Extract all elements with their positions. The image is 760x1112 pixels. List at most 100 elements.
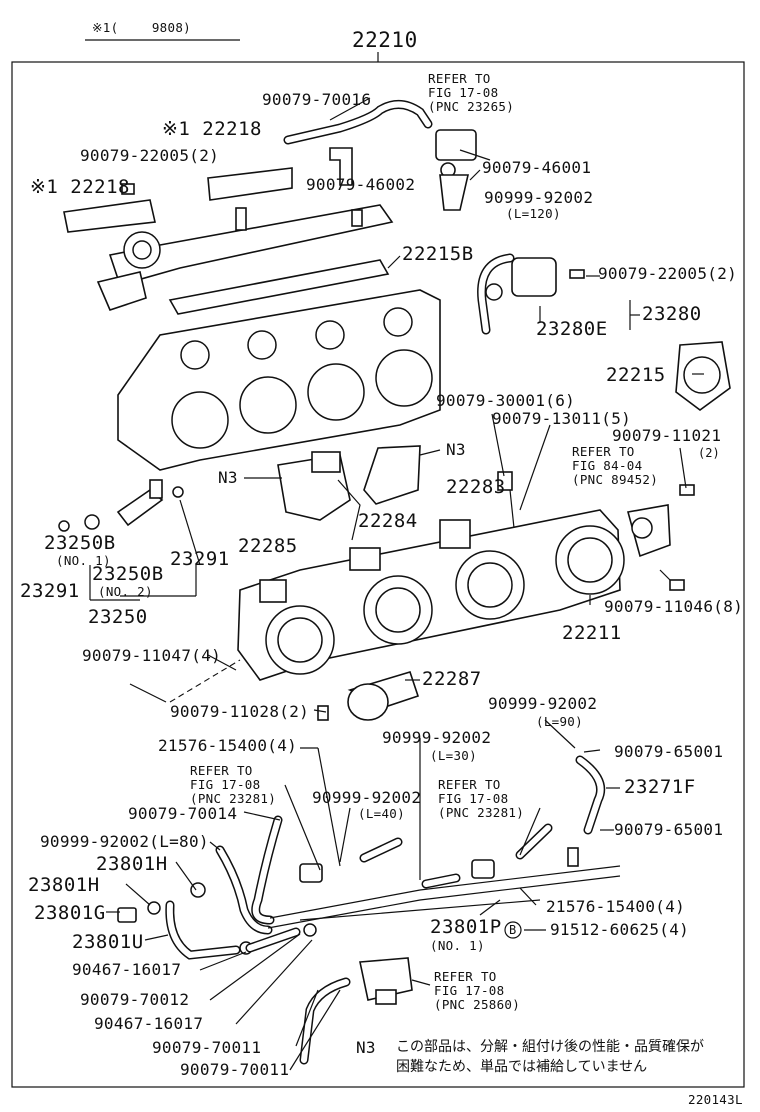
- vsv-valve-bottom: [299, 859, 495, 883]
- dashpot-22287: [347, 671, 420, 721]
- label-90079-11021: 90079-11021: [612, 426, 722, 445]
- label-90079-22005-2: 90079-22005(2): [80, 146, 220, 165]
- refer-fig-17-08-c: REFER TO FIG 17-08 (PNC 23281): [438, 778, 524, 819]
- label-90079-70011-a: 90079-70011: [152, 1038, 262, 1057]
- label-90079-30001-6: 90079-30001(6): [436, 391, 576, 410]
- figure-code: 220143L: [688, 1092, 743, 1107]
- label-90467-16017-b: 90467-16017: [94, 1014, 204, 1033]
- hose-70011: [299, 977, 351, 1065]
- hose-l40: [359, 837, 403, 863]
- cover-22218-upper: [207, 167, 293, 201]
- pressure-regulator: [477, 253, 585, 335]
- refer-line: FIG 84-04: [572, 457, 643, 473]
- label-l90: (L=90): [536, 714, 583, 729]
- refer-line: FIG 17-08: [438, 790, 509, 806]
- label-23280: 23280: [642, 303, 702, 325]
- hose-70014: [251, 815, 283, 925]
- gasket-22215: [675, 341, 731, 411]
- footnote-mark: N3: [356, 1038, 376, 1057]
- refer-line: (PNC 23281): [190, 790, 277, 806]
- vacuum-pipe-23801p: [267, 847, 621, 929]
- intake-manifold: [117, 289, 441, 471]
- label-90079-11046-8: 90079-11046(8): [604, 597, 744, 616]
- label-22215b: 22215B: [402, 243, 474, 265]
- n3-actuator-left: [277, 451, 361, 541]
- hose-l30: [421, 873, 461, 889]
- refer-line: (PNC 23281): [438, 804, 525, 820]
- refer-line: FIG 17-08: [190, 776, 261, 792]
- fuel-delivery-pipe: [96, 204, 394, 311]
- bolt-11047: [129, 683, 167, 703]
- label-22215: 22215: [606, 364, 666, 386]
- label-2-small: (2): [698, 446, 720, 460]
- assembly-number: 22210: [352, 28, 418, 52]
- label-90079-13011-5: 90079-13011(5): [492, 409, 632, 428]
- bracket-46001: [439, 174, 470, 211]
- throttle-sensor: [626, 504, 671, 558]
- bolt-11028: [317, 705, 329, 721]
- bracket-46002: [329, 147, 353, 186]
- footnote-line-1: この部品は、分解・組付け後の性能・品質確保が: [396, 1039, 704, 1055]
- refer-fig-17-08-d: REFER TO FIG 17-08 (PNC 25860): [434, 970, 520, 1011]
- hose-l80: [215, 845, 273, 935]
- label-90079-70012: 90079-70012: [80, 990, 190, 1009]
- label-22211: 22211: [562, 622, 622, 644]
- label-23801h-a: 23801H: [96, 853, 168, 875]
- label-22283: 22283: [446, 476, 506, 498]
- refer-line: REFER TO: [438, 777, 501, 792]
- label-90079-11028-2: 90079-11028(2): [170, 702, 310, 721]
- label-no2: (NO. 2): [98, 584, 153, 599]
- label-90467-16017-a: 90467-16017: [72, 960, 182, 979]
- refer-line: (PNC 89452): [572, 471, 659, 487]
- refer-line: (PNC 25860): [434, 996, 521, 1012]
- leader-lines: [89, 97, 704, 1071]
- bolt-11021: [679, 484, 695, 496]
- label-90079-22005-2-right: 90079-22005(2): [598, 264, 738, 283]
- label-22287: 22287: [422, 668, 482, 690]
- bolt-13011: [509, 489, 515, 529]
- label-n3-right: N3: [446, 440, 466, 459]
- fuel-injector: [58, 479, 184, 532]
- refer-line: (PNC 23265): [428, 98, 515, 114]
- label-n3-left: N3: [218, 468, 238, 487]
- label-23291-right: 23291: [170, 548, 230, 570]
- circle-b-outline: [504, 921, 522, 939]
- label-90079-70014: 90079-70014: [128, 804, 238, 823]
- label-90079-46001: 90079-46001: [482, 158, 592, 177]
- label-21576-15400-4-bottom: 21576-15400(4): [546, 897, 686, 916]
- label-23801h-b: 23801H: [28, 874, 100, 896]
- label-90079-65001-top: 90079-65001: [614, 742, 724, 761]
- vsv-valve-25860: [359, 957, 413, 1005]
- label-23250b-no2: 23250B: [92, 563, 164, 585]
- bolt-11047-guide: [169, 659, 241, 703]
- bolt-11046-head: [669, 579, 685, 591]
- label-l30: (L=30): [430, 748, 477, 763]
- label-l120: (L=120): [506, 206, 561, 221]
- refer-line: FIG 17-08: [428, 84, 499, 100]
- label-23291-left: 23291: [20, 580, 80, 602]
- refer-fig-17-08-b: REFER TO FIG 17-08 (PNC 23281): [190, 764, 276, 805]
- label-90999-92002-30: 90999-92002: [382, 728, 492, 747]
- label-22285: 22285: [238, 535, 298, 557]
- vacuum-hose-top: [283, 100, 433, 145]
- label-90079-70016: 90079-70016: [262, 90, 372, 109]
- hose-70012: [245, 927, 301, 953]
- throttle-body-assembly: [237, 509, 625, 681]
- refer-line: REFER TO: [190, 763, 253, 778]
- header-note-ref: ※1( 9808): [92, 20, 191, 35]
- bolt-22005-left: [121, 183, 135, 195]
- label-23250b-no1: 23250B: [44, 532, 116, 554]
- refer-fig-17-08-a: REFER TO FIG 17-08 (PNC 23265): [428, 72, 514, 113]
- label-90079-11047-4: 90079-11047(4): [82, 646, 222, 665]
- refer-line: REFER TO: [428, 71, 491, 86]
- label-90079-70011-b: 90079-70011: [180, 1060, 290, 1079]
- label-23801p: 23801P: [430, 916, 502, 938]
- label-no1: (NO. 1): [56, 553, 111, 568]
- label-23271f: 23271F: [624, 776, 696, 798]
- n3-bracket-right: [363, 445, 421, 505]
- cover-22218-lower: [63, 199, 156, 233]
- label-no1-p: (NO. 1): [430, 938, 485, 953]
- footnote-line-2: 困難なため、単品では補給していません: [396, 1059, 648, 1075]
- label-90999-92002-40: 90999-92002: [312, 788, 422, 807]
